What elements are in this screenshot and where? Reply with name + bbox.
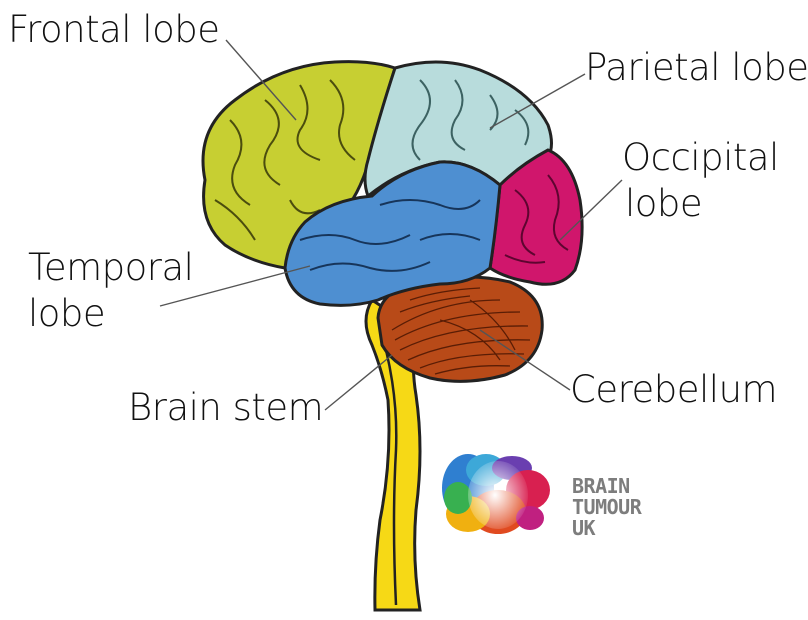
brain-tumour-uk-logo-text: BRAIN TUMOUR UK (572, 476, 641, 539)
brain-stem-leader-line (325, 355, 392, 410)
frontal-lobe-label: Frontal lobe (8, 8, 219, 52)
logo-line-uk: UK (572, 518, 641, 539)
temporal-lobe-label-line2: lobe (28, 292, 105, 336)
logo-line-brain: BRAIN (572, 476, 641, 497)
logo-line-tumour: TUMOUR (572, 497, 641, 518)
parietal-lobe-label: Parietal lobe (585, 46, 808, 90)
occipital-lobe-label-line2: lobe (625, 182, 702, 226)
occipital-lobe-label-line1: Occipital (622, 136, 779, 180)
brain-stem-label: Brain stem (128, 386, 323, 430)
cerebellum-label: Cerebellum (570, 368, 777, 412)
temporal-lobe-label-line1: Temporal (28, 246, 193, 290)
brain-tumour-uk-logo-mark (442, 454, 550, 534)
